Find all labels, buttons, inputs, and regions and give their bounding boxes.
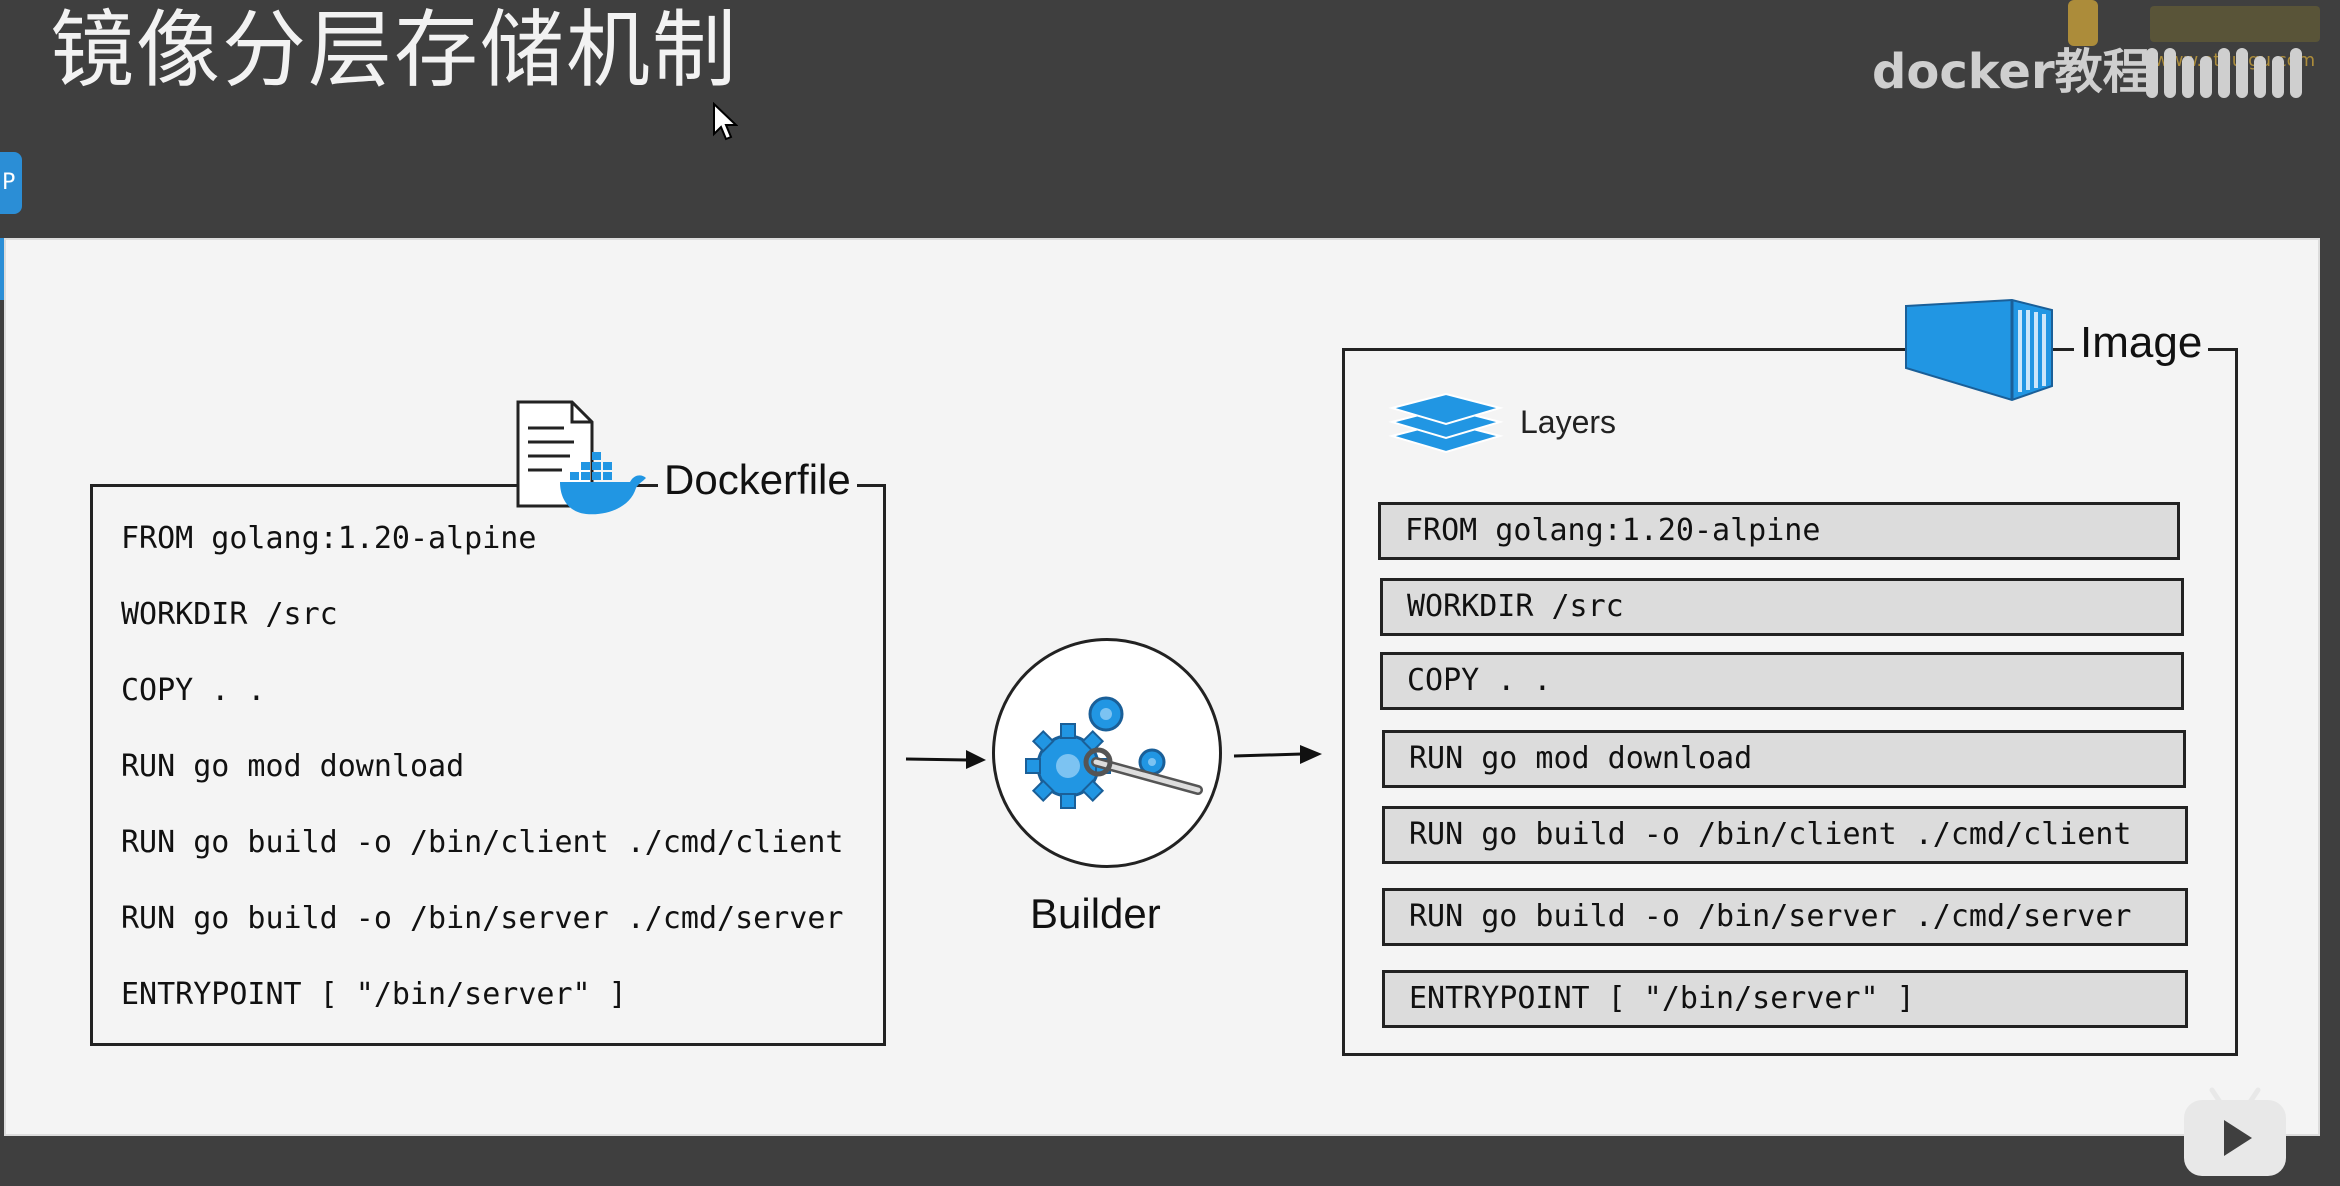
image-layer-row: WORKDIR /src [1380, 578, 2184, 636]
bilibili-logo-icon: www.atguigu.com [2068, 0, 2320, 98]
gears-wrench-icon [1025, 696, 1203, 809]
dockerfile-line: RUN go build -o /bin/client ./cmd/client [121, 825, 844, 860]
arrow-to-image-icon [1233, 745, 1322, 764]
docker-whale-icon [560, 452, 646, 515]
image-layer-row: RUN go build -o /bin/server ./cmd/server [1382, 888, 2188, 946]
dockerfile-label: Dockerfile [658, 456, 857, 504]
dockerfile-line: WORKDIR /src [121, 597, 338, 632]
side-tab-p[interactable]: P [0, 152, 22, 214]
image-layer-text: COPY . . [1407, 663, 1552, 698]
image-box [1342, 348, 2238, 1056]
layers-stack-icon [1388, 392, 1504, 454]
mouse-cursor-icon [713, 102, 738, 141]
image-layer-row: RUN go mod download [1382, 730, 2186, 788]
image-layer-text: RUN go mod download [1409, 741, 1753, 776]
builder-label: Builder [1030, 890, 1161, 937]
dockerfile-line: FROM golang:1.20-alpine [121, 521, 537, 556]
page-title: 镜像分层存储机制 [50, 1, 739, 99]
dockerfile-line: RUN go build -o /bin/server ./cmd/server [121, 901, 844, 936]
dockerfile-line: COPY . . [121, 673, 266, 708]
container-icon [1905, 298, 2053, 402]
dockerfile-line: ENTRYPOINT [ "/bin/server" ] [121, 977, 627, 1012]
image-layer-text: WORKDIR /src [1407, 589, 1624, 624]
layers-label: Layers [1520, 404, 1617, 440]
bottom-bar [0, 1136, 2340, 1186]
image-label: Image [2074, 318, 2209, 368]
arrow-to-builder-icon [905, 750, 986, 769]
dockerfile-line: RUN go mod download [121, 749, 465, 784]
play-button-icon[interactable] [2180, 1086, 2290, 1180]
image-layer-text: RUN go build -o /bin/client ./cmd/client [1409, 817, 2132, 852]
dockerfile-box: FROM golang:1.20-alpine WORKDIR /src COP… [90, 484, 886, 1046]
image-layer-row: ENTRYPOINT [ "/bin/server" ] [1382, 970, 2188, 1028]
image-layer-text: RUN go build -o /bin/server ./cmd/server [1409, 899, 2132, 934]
image-layer-text: FROM golang:1.20-alpine [1405, 513, 1821, 548]
image-layer-row: RUN go build -o /bin/client ./cmd/client [1382, 806, 2188, 864]
image-layer-row: FROM golang:1.20-alpine [1378, 502, 2180, 560]
image-layer-text: ENTRYPOINT [ "/bin/server" ] [1409, 981, 1915, 1016]
image-layer-row: COPY . . [1380, 652, 2184, 710]
watermark-text: docker教程 [1872, 44, 2151, 100]
